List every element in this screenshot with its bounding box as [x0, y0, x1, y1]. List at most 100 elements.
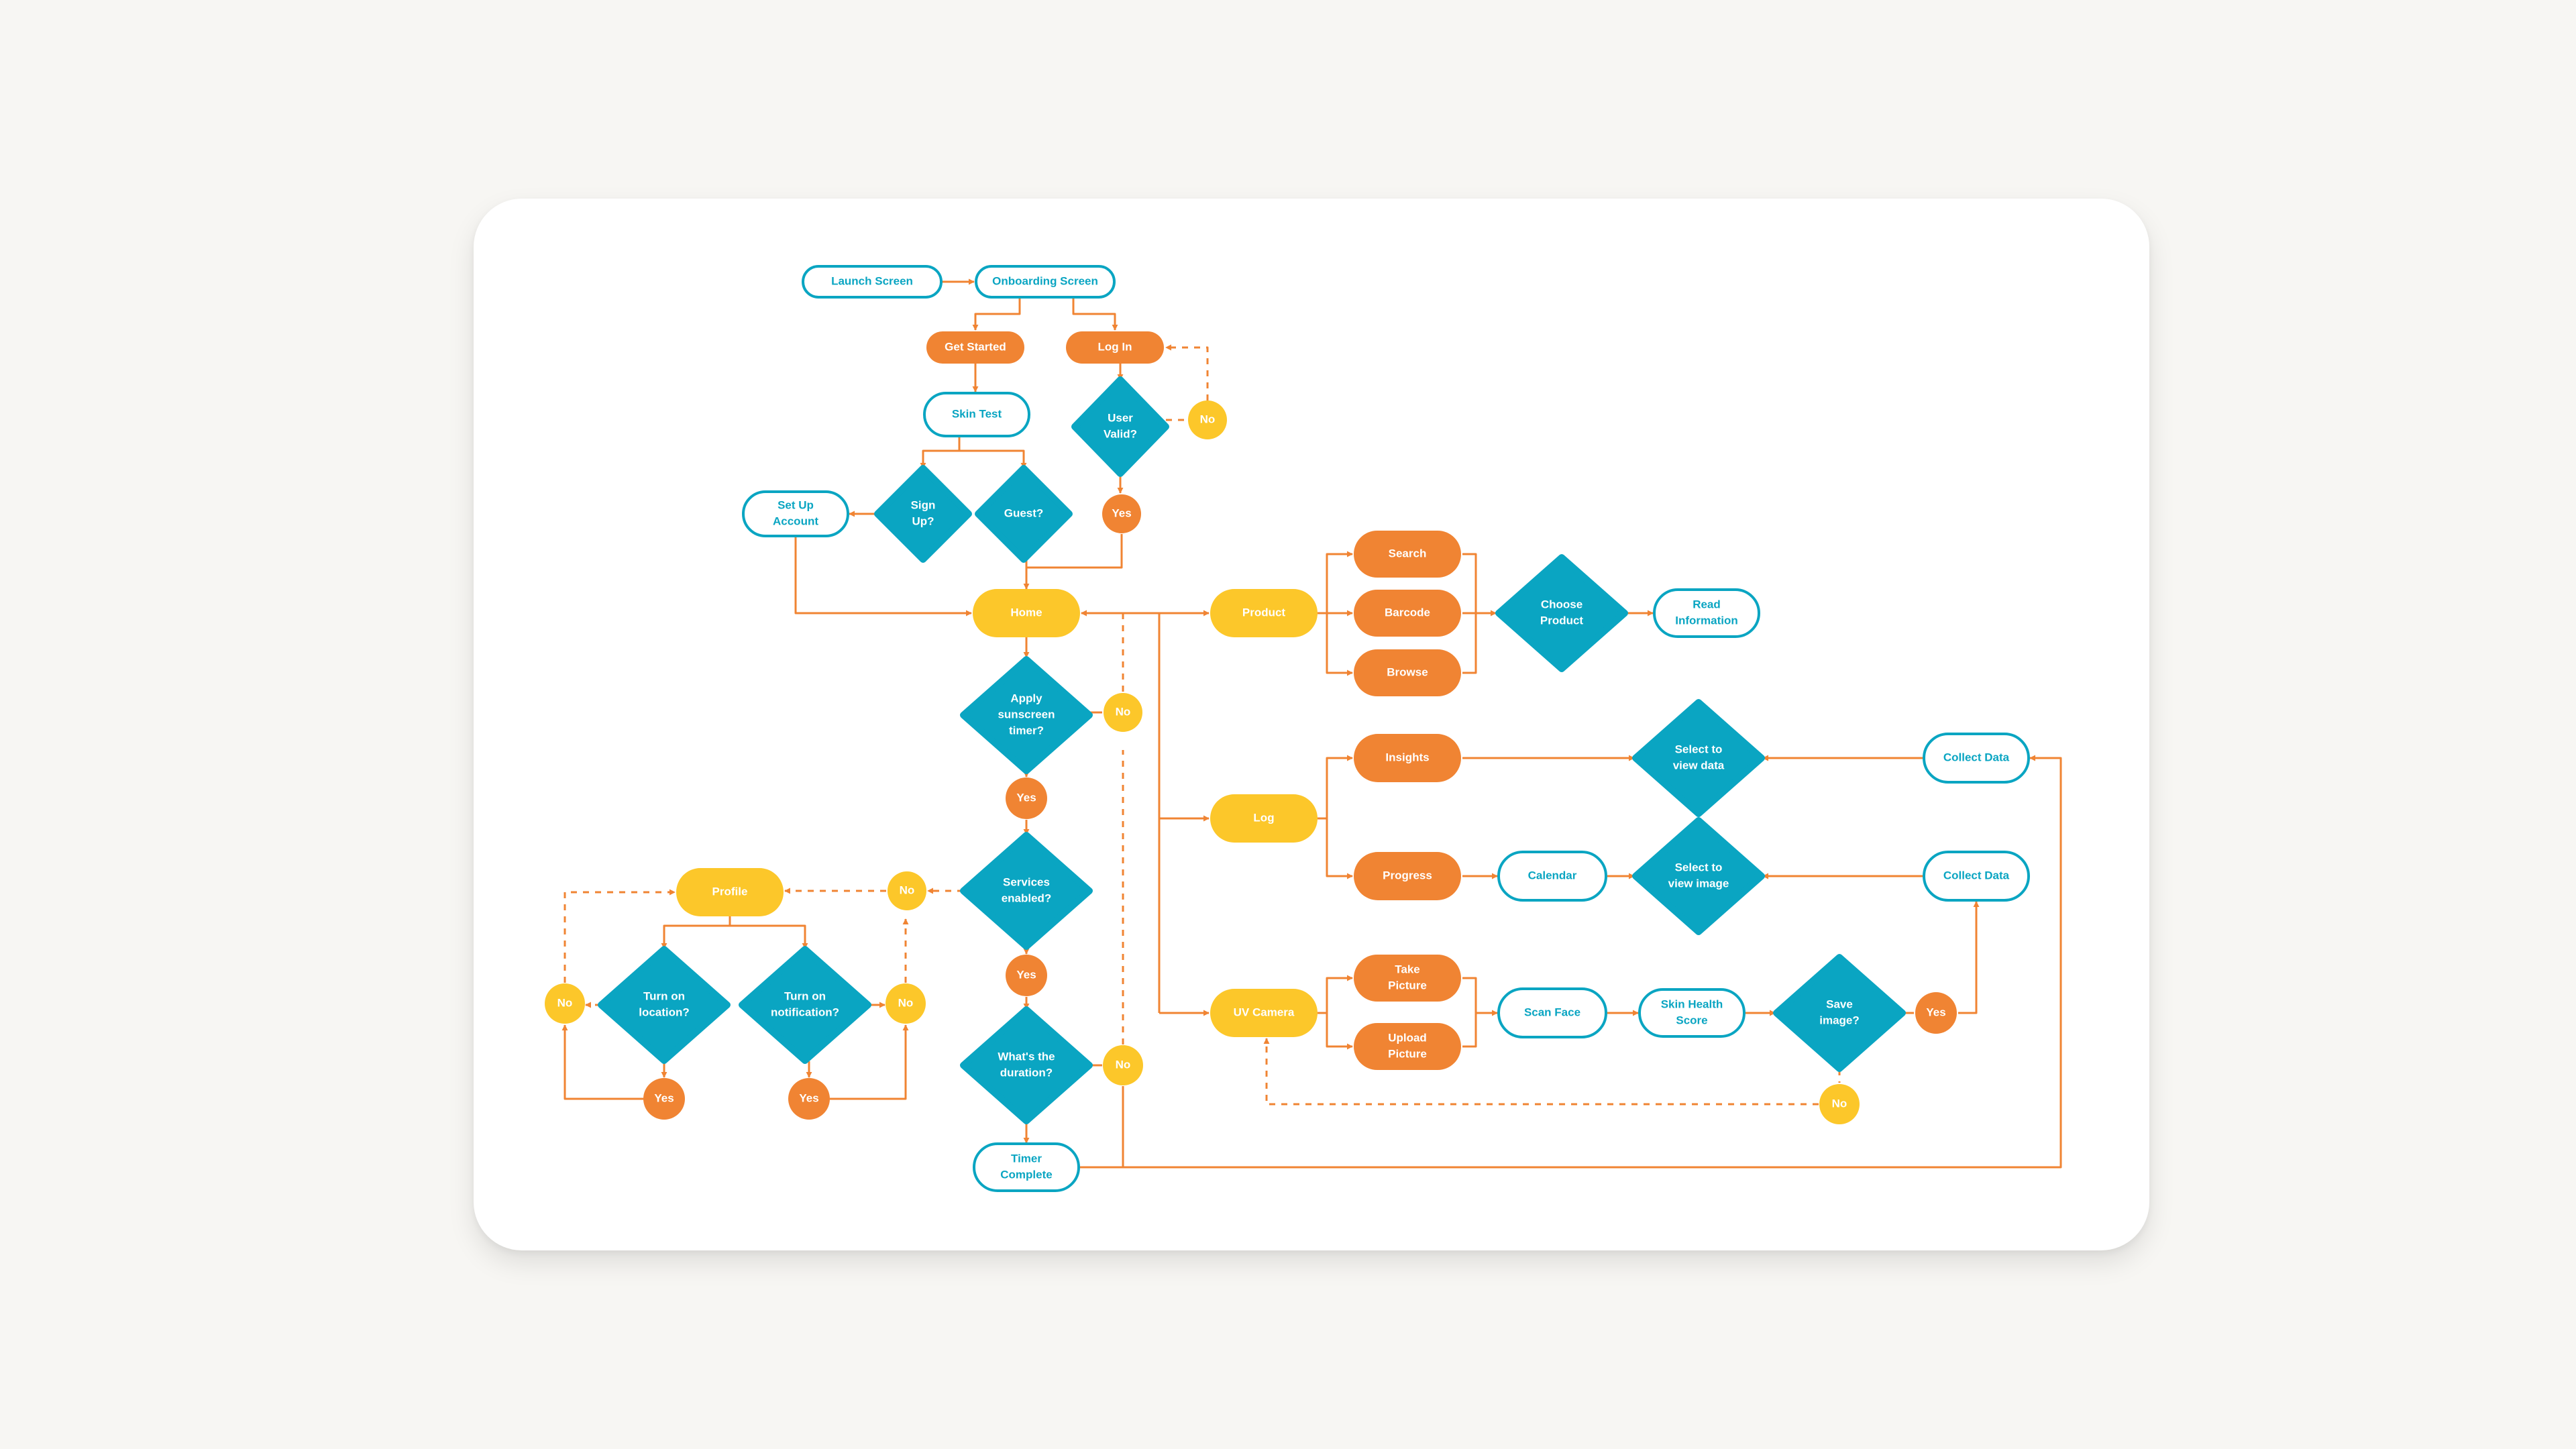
connector-no-duration-down — [1080, 1086, 1124, 1169]
node-sign-up-label: Sign — [911, 498, 936, 511]
node-no-location: No — [545, 983, 585, 1024]
node-no-save-label: No — [1832, 1097, 1847, 1110]
node-select-view-data-label: Select to — [1675, 743, 1723, 755]
connector-onboarding-to-get-started — [972, 297, 1021, 331]
node-no-save: No — [1819, 1084, 1860, 1124]
node-save-image-label: image? — [1819, 1014, 1860, 1026]
node-take-picture-label: Picture — [1388, 979, 1427, 991]
connector-yes-location-loop — [561, 1024, 643, 1100]
connector-yes-to-collect — [1958, 901, 1980, 1014]
node-upload-picture-label: Upload — [1388, 1031, 1427, 1044]
node-product: Product — [1210, 589, 1318, 637]
connector-product-to-browse — [1326, 613, 1353, 676]
connector-log-split-insights — [1318, 755, 1353, 820]
node-scan-face: Scan Face — [1497, 987, 1607, 1038]
diagram-card — [474, 199, 2149, 1250]
node-product-label: Product — [1242, 606, 1286, 619]
connector-product-bracket — [1318, 551, 1353, 614]
node-no-duration: No — [1103, 1045, 1143, 1085]
node-no-login-label: No — [1200, 413, 1216, 425]
node-uv-camera: UV Camera — [1210, 989, 1318, 1037]
node-timer-complete-label: Complete — [1000, 1168, 1052, 1181]
node-home: Home — [973, 589, 1080, 637]
node-read-information-label: Information — [1675, 614, 1738, 627]
node-apply-sunscreen-label: sunscreen — [998, 708, 1055, 720]
node-yes-login-label: Yes — [1112, 506, 1131, 519]
connector-onboarding-to-log-in — [1072, 297, 1118, 331]
node-uv-camera-label: UV Camera — [1234, 1006, 1295, 1018]
node-skin-test: Skin Test — [923, 392, 1030, 437]
node-log-in: Log In — [1066, 331, 1164, 364]
node-yes-notification-label: Yes — [799, 1091, 818, 1104]
node-calendar-label: Calendar — [1528, 869, 1577, 881]
node-progress: Progress — [1354, 852, 1461, 900]
node-search-label: Search — [1389, 547, 1427, 559]
connector-setup-to-home — [794, 536, 972, 616]
connector-uv-split-upload — [1326, 1013, 1353, 1050]
node-collect-data-1: Collect Data — [1923, 733, 2030, 784]
connector-camera-merge — [1462, 977, 1477, 1048]
node-yes-location-label: Yes — [654, 1091, 674, 1104]
node-skin-health-score-label: Skin Health — [1661, 998, 1723, 1010]
connector-no-location-to-profile — [564, 889, 676, 983]
node-collect-data-2: Collect Data — [1923, 851, 2030, 902]
node-take-picture-label: Take — [1395, 963, 1420, 975]
node-yes-services-label: Yes — [1016, 968, 1036, 981]
node-barcode-label: Barcode — [1385, 606, 1430, 619]
node-yes-apply: Yes — [1006, 777, 1047, 819]
node-scan-face-label: Scan Face — [1524, 1006, 1580, 1018]
node-yes-apply-label: Yes — [1016, 791, 1036, 804]
node-yes-save: Yes — [1915, 992, 1957, 1034]
node-timer-complete-label: Timer — [1011, 1152, 1042, 1165]
node-yes-save-label: Yes — [1926, 1006, 1945, 1018]
node-yes-notification: Yes — [788, 1078, 830, 1120]
node-sign-up-label: Up? — [912, 515, 934, 527]
node-get-started: Get Started — [926, 331, 1024, 364]
node-turn-on-notification-label: Turn on — [784, 989, 826, 1002]
node-turn-on-notification-label: notification? — [771, 1006, 839, 1018]
node-log-label: Log — [1253, 811, 1274, 824]
node-user-valid-label: Valid? — [1104, 427, 1137, 440]
node-no-notification-label: No — [898, 996, 914, 1009]
connector-timer-loop — [1080, 755, 2062, 1169]
connector-profile-split-notification — [730, 924, 808, 949]
node-save-image: Save image? — [1773, 954, 1906, 1072]
node-insights-label: Insights — [1385, 751, 1429, 763]
node-choose-product-label: Product — [1540, 614, 1584, 627]
node-save-image-label: Save — [1826, 998, 1853, 1010]
node-skin-health-score-label: Score — [1676, 1014, 1707, 1026]
node-onboarding-screen: Onboarding Screen — [975, 265, 1116, 299]
node-log: Log — [1210, 794, 1318, 843]
node-skin-test-label: Skin Test — [952, 407, 1002, 420]
node-no-duration-label: No — [1116, 1058, 1131, 1071]
node-collect-data-2-label: Collect Data — [1943, 869, 2010, 881]
node-browse: Browse — [1354, 649, 1461, 696]
connector-no-save-to-uv — [1263, 1038, 1819, 1106]
node-read-information-label: Read — [1693, 598, 1721, 610]
node-profile-label: Profile — [712, 885, 748, 898]
node-whats-duration-label: What's the — [998, 1050, 1055, 1063]
connector-skin-test-split-guest — [959, 449, 1027, 469]
node-no-services-label: No — [900, 883, 915, 896]
connector-profile-split-location — [661, 916, 731, 949]
node-calendar: Calendar — [1497, 851, 1607, 902]
node-browse-label: Browse — [1387, 665, 1428, 678]
node-no-location-label: No — [557, 996, 573, 1009]
connector-log-split-progress — [1326, 818, 1353, 879]
node-set-up-account-label: Set Up — [777, 498, 814, 511]
node-yes-login: Yes — [1102, 494, 1141, 533]
node-select-view-data-label: view data — [1673, 759, 1725, 771]
node-select-view-image-label: Select to — [1675, 861, 1723, 873]
node-upload-picture-label: Picture — [1388, 1047, 1427, 1060]
